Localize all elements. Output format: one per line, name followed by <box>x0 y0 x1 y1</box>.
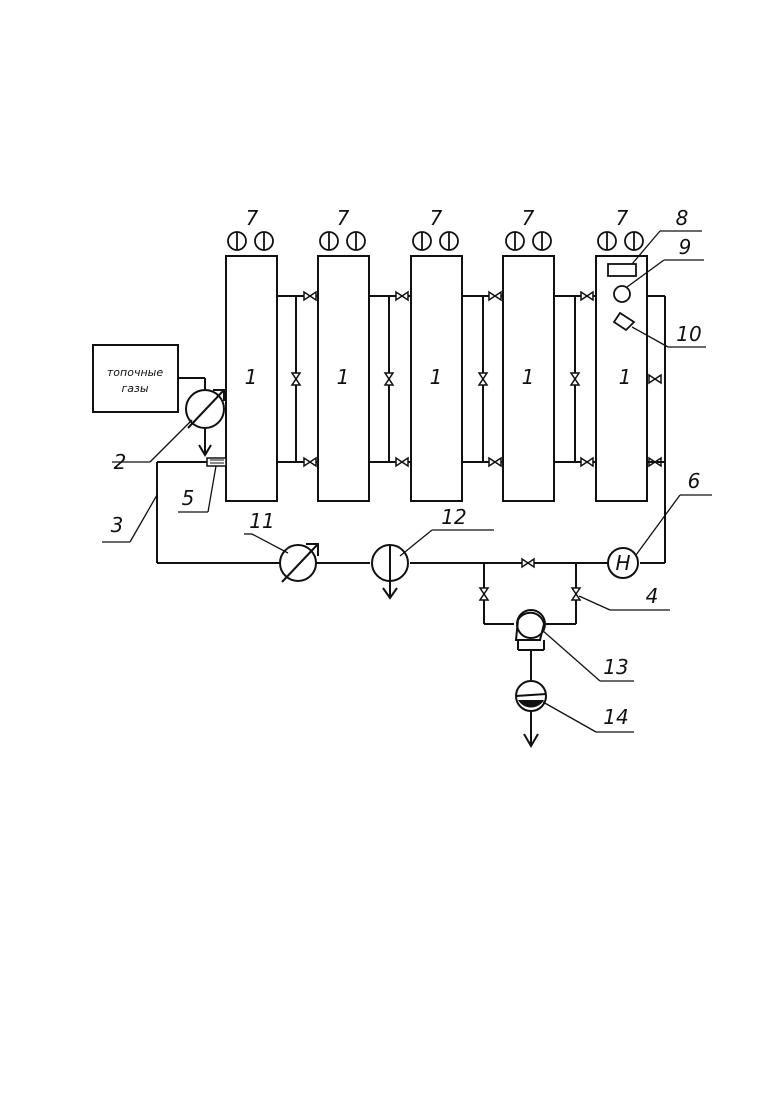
sensor-circle-icon <box>614 286 630 302</box>
label-7: 7 7 7 7 7 <box>246 206 629 230</box>
valve-icon <box>480 588 488 600</box>
label-10: 10 <box>676 322 701 346</box>
leader-11 <box>252 534 288 553</box>
label-8: 8 <box>676 206 689 230</box>
svg-text:7: 7 <box>522 206 535 230</box>
label-12: 12 <box>441 505 466 529</box>
label-9: 9 <box>679 235 692 259</box>
svg-text:газы: газы <box>121 382 148 395</box>
column-1a: 1 <box>226 256 277 501</box>
svg-text:7: 7 <box>616 206 629 230</box>
label-5: 5 <box>182 486 195 510</box>
inlet-nozzle-icon <box>207 458 226 466</box>
leader-3 <box>130 495 157 542</box>
label-11: 11 <box>249 509 274 533</box>
leader-4 <box>579 596 610 610</box>
column-label: 1 <box>430 365 443 389</box>
pump-icon: Н <box>608 548 638 578</box>
column-label: 1 <box>522 365 535 389</box>
gauge-icon <box>228 232 643 250</box>
display-panel-icon <box>608 264 636 276</box>
fan-icon <box>516 681 546 711</box>
valve-icon <box>522 559 534 567</box>
svg-text:Н: Н <box>615 551 630 575</box>
leader-6 <box>636 495 680 555</box>
label-14: 14 <box>603 705 628 729</box>
column-label: 1 <box>619 365 632 389</box>
leader-14 <box>543 702 596 732</box>
leader-5 <box>208 466 216 512</box>
label-4: 4 <box>646 584 659 608</box>
column-label: 1 <box>245 365 258 389</box>
column-1c: 1 <box>411 256 462 501</box>
svg-text:топочные: топочные <box>107 366 163 379</box>
label-3: 3 <box>111 513 124 537</box>
label-13: 13 <box>603 655 628 679</box>
compressor-icon <box>516 610 545 650</box>
column-1d: 1 <box>503 256 554 501</box>
separator-icon <box>372 545 408 598</box>
leader-13 <box>542 630 600 681</box>
column-label: 1 <box>337 365 350 389</box>
label-2: 2 <box>114 450 127 474</box>
label-6: 6 <box>688 469 701 493</box>
outlet-arrow-icon <box>524 711 538 746</box>
valve-icon <box>572 588 580 600</box>
leader-12 <box>400 530 432 556</box>
svg-text:7: 7 <box>430 206 443 230</box>
flue-gas-box: топочные газы <box>93 345 178 412</box>
leader-2 <box>150 420 192 462</box>
svg-text:7: 7 <box>337 206 350 230</box>
heat-exchanger-icon <box>186 390 224 428</box>
heat-exchanger-icon <box>280 544 318 582</box>
svg-text:7: 7 <box>246 206 259 230</box>
column-1b: 1 <box>318 256 369 501</box>
